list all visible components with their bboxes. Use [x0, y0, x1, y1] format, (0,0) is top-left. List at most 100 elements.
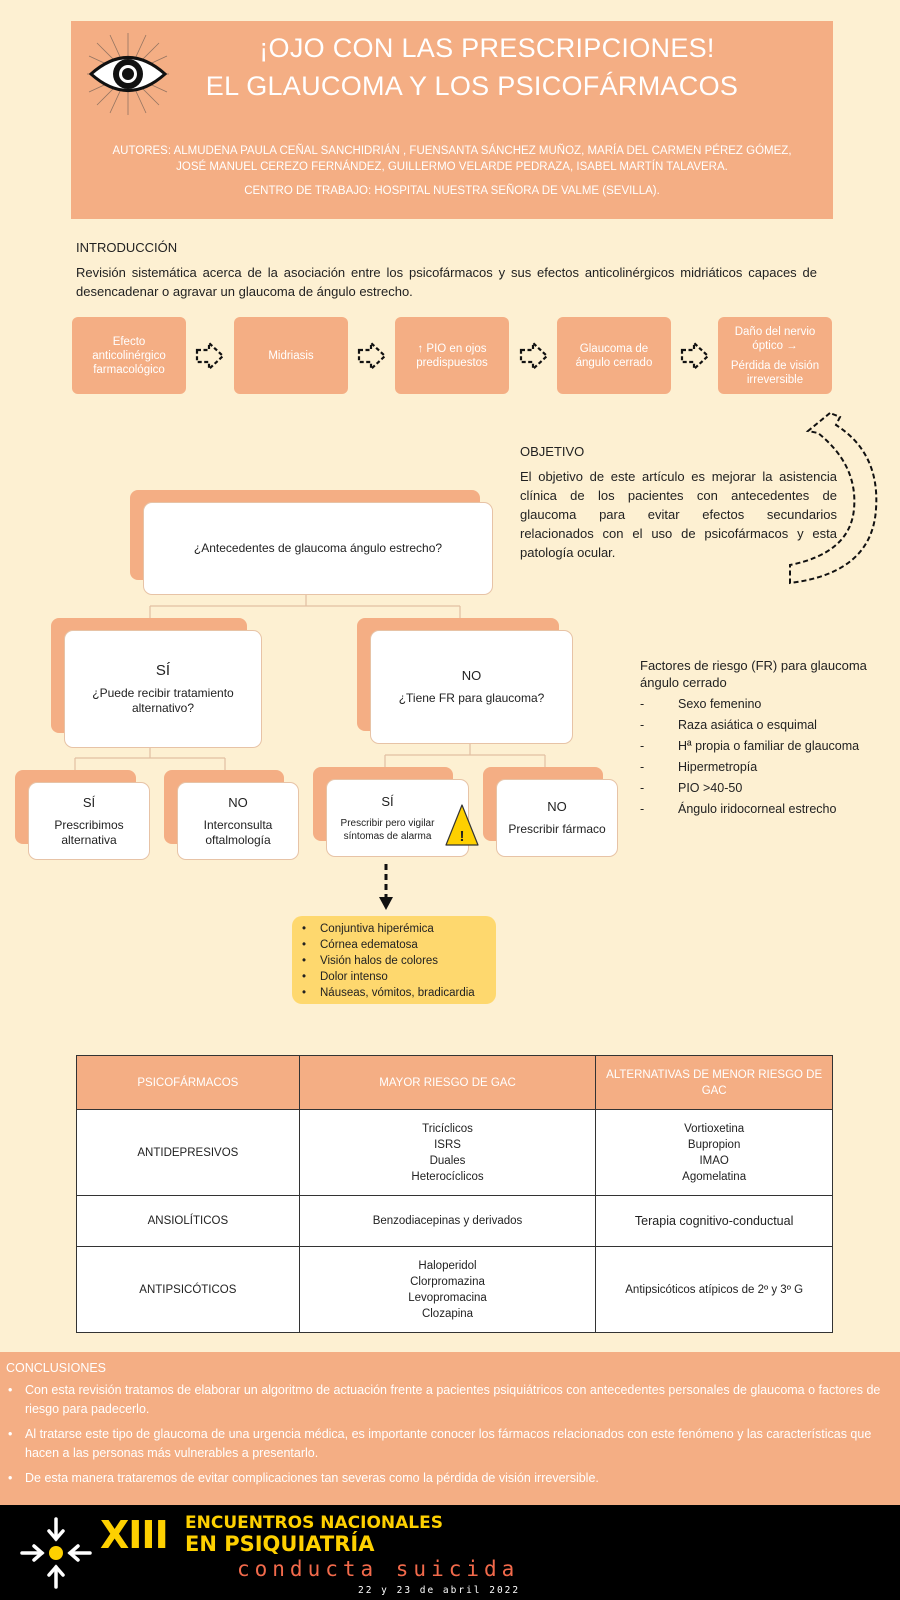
cell-line: Clorpromazina: [410, 1275, 485, 1288]
table-header-row: PSICOFÁRMACOS MAYOR RIESGO DE GAC ALTERN…: [76, 1055, 833, 1110]
alarm-symptoms-box: Conjuntiva hiperémica Córnea edematosa V…: [292, 916, 496, 1004]
flow-step-subtext: Pérdida de visión irreversible: [730, 359, 820, 386]
drug-risk-table: PSICOFÁRMACOS MAYOR RIESGO DE GAC ALTERN…: [76, 1055, 833, 1333]
table-row: ANTIPSICÓTICOS Haloperidol Clorpromazina…: [76, 1246, 833, 1333]
flow-step-text: Midriasis: [268, 349, 314, 362]
cell-line: ISRS: [434, 1138, 461, 1151]
cell-line: Antipsicóticos atípicos de 2º y 3º G: [625, 1283, 804, 1296]
risk-factor-text: PIO >40-50: [678, 781, 743, 795]
conclusions-list: • Con esta revisión tratamos de elaborar …: [6, 1381, 894, 1488]
list-item: •De esta manera trataremos de evitar com…: [6, 1469, 894, 1488]
authors-line2: JOSÉ MANUEL CEREZO FERNÁNDEZ, GUILLERMO …: [176, 161, 728, 173]
event-name-line1: ENCUENTROS NACIONALES: [185, 1513, 443, 1533]
risk-factor-text: Hª propia o familiar de glaucoma: [678, 739, 860, 753]
tree-yes-no-card: NO Interconsulta oftalmología: [177, 782, 299, 860]
cell-line: IMAO: [699, 1154, 729, 1167]
flow-step-1: Efecto anticolinérgico farmacológico: [72, 317, 186, 394]
list-item: - Ángulo iridocorneal estrecho: [640, 802, 880, 817]
conclusion-text: Con esta revisión tratamos de elaborar u…: [25, 1383, 881, 1416]
list-bullet: -: [640, 718, 645, 732]
list-item: • Con esta revisión tratamos de elaborar …: [6, 1381, 894, 1419]
list-bullet: •: [8, 1383, 13, 1397]
event-edition: XIII: [100, 1513, 169, 1557]
risk-factor-text: Hipermetropía: [678, 760, 758, 774]
risk-factor-text: Sexo femenino: [678, 697, 762, 711]
table-cell-group: ANSIOLÍTICOS: [76, 1195, 300, 1247]
eye-icon: [87, 33, 169, 115]
list-bullet: -: [640, 739, 645, 753]
conclusion-text: Al tratarse este tipo de glaucoma de una…: [25, 1427, 872, 1460]
tree-no-no-text: Prescribir fármaco: [508, 822, 606, 836]
risk-factor-text: Raza asiática o esquimal: [678, 718, 817, 732]
conclusions-section: CONCLUSIONES • Con esta revisión tratamos…: [0, 1352, 900, 1505]
cell-line: Heterocíclicos: [411, 1170, 484, 1183]
flow-arrow-icon: [195, 340, 225, 372]
table-header: ALTERNATIVAS DE MENOR RIESGO DE GAC: [595, 1055, 833, 1110]
list-bullet: •: [8, 1427, 13, 1441]
table-header: PSICOFÁRMACOS: [76, 1055, 300, 1110]
tree-yes-card: SÍ ¿Puede recibir tratamiento alternativ…: [64, 630, 262, 748]
tree-no-no-card: NO Prescribir fármaco: [496, 779, 618, 857]
tree-no-no-label: NO: [547, 799, 567, 814]
cell-line: Clozapina: [421, 1307, 474, 1320]
cell-line: Levopromacina: [408, 1291, 487, 1304]
table-cell-risk: Tricíclicos ISRS Duales Heterocíclicos: [298, 1109, 597, 1196]
table-cell-alt: Vortioxetina Bupropion IMAO Agomelatina: [595, 1109, 833, 1196]
compass-logo-icon: [20, 1517, 92, 1589]
table-cell-risk: Haloperidol Clorpromazina Levopromacina …: [298, 1246, 597, 1333]
list-bullet: -: [640, 697, 645, 711]
list-item: - Hipermetropía: [640, 760, 880, 775]
tree-no-question: ¿Tiene FR para glaucoma?: [398, 691, 545, 705]
list-item: - Hª propia o familiar de glaucoma: [640, 739, 880, 754]
flow-step-4: Glaucoma de ángulo cerrado: [557, 317, 671, 394]
event-date: 22 y 23 de abril 2022: [358, 1585, 521, 1596]
table-cell-alt: Antipsicóticos atípicos de 2º y 3º G: [595, 1246, 833, 1333]
list-item: - PIO >40-50: [640, 781, 880, 796]
risk-factor-text: Ángulo iridocorneal estrecho: [678, 802, 837, 816]
objective-title: OBJETIVO: [520, 444, 585, 459]
tree-root-card: ¿Antecedentes de glaucoma ángulo estrech…: [143, 502, 493, 595]
tree-no-label: NO: [461, 668, 482, 683]
conclusion-text: De esta manera trataremos de evitar comp…: [25, 1471, 599, 1485]
event-name-line2: EN PSIQUIATRÍA: [185, 1532, 375, 1556]
cell-line: Benzodiacepinas y derivados: [372, 1215, 523, 1227]
cell-line: Agomelatina: [682, 1170, 747, 1183]
tree-yes-label: SÍ: [155, 661, 171, 679]
list-item: Visión halos de colores: [302, 953, 486, 969]
tree-yes-yes-label: SÍ: [82, 794, 96, 810]
tree-connectors: [74, 595, 546, 770]
work-center: CENTRO DE TRABAJO: HOSPITAL NUESTRA SEÑO…: [244, 185, 660, 197]
warning-symbol: !: [460, 828, 465, 845]
intro-title: INTRODUCCIÓN: [76, 240, 178, 255]
flow-arrow-icon: [357, 340, 387, 372]
flow-step-5: Daño del nervio óptico → Pérdida de visi…: [718, 317, 832, 394]
down-arrow-icon: [379, 864, 393, 910]
tree-root-question: ¿Antecedentes de glaucoma ángulo estrech…: [193, 541, 443, 555]
flow-arrow-icon: [519, 340, 549, 372]
list-item: - Raza asiática o esquimal: [640, 718, 880, 733]
event-name: ENCUENTROS NACIONALES EN PSIQUIATRÍA: [185, 1513, 443, 1556]
tree-yes-no-label: NO: [228, 794, 248, 810]
poster-title-line2: EL GLAUCOMA Y LOS PSICOFÁRMACOS: [205, 71, 739, 101]
table-row: ANSIOLÍTICOS Benzodiacepinas y derivados…: [76, 1195, 833, 1247]
risk-factors-list: - Sexo femenino - Raza asiática o esquimal…: [640, 697, 880, 817]
table-row: ANTIDEPRESIVOS Tricíclicos ISRS Duales H…: [76, 1109, 833, 1196]
cell-line: Tricíclicos: [422, 1122, 473, 1135]
table-header: MAYOR RIESGO DE GAC: [298, 1055, 597, 1110]
poster-title-line1: ¡OJO CON LAS PRESCRIPCIONES!: [259, 33, 715, 63]
table-cell-risk: Benzodiacepinas y derivados: [298, 1195, 597, 1247]
list-bullet: -: [640, 781, 645, 795]
list-bullet: -: [640, 760, 645, 774]
flow-step-text: Efecto anticolinérgico farmacológico: [92, 335, 166, 376]
tree-yes-yes-text: Prescribimos alternativa: [54, 817, 124, 847]
flow-step-2: Midriasis: [234, 317, 348, 394]
conclusions-title: CONCLUSIONES: [6, 1361, 107, 1375]
risk-factors: Factores de riesgo (FR) para glaucoma án…: [640, 657, 880, 823]
tree-yes-no-text: Interconsulta oftalmología: [203, 817, 273, 847]
cell-line: Terapia cognitivo-conductual: [634, 1214, 794, 1228]
list-item: • Al tratarse este tipo de glaucoma de un…: [6, 1425, 894, 1463]
list-bullet: -: [640, 802, 645, 816]
table-cell-alt: Terapia cognitivo-conductual: [595, 1195, 833, 1247]
event-footer: XIII ENCUENTROS NACIONALES EN PSIQUIATRÍ…: [0, 1505, 900, 1600]
event-subtitle: conducta suicida: [237, 1557, 520, 1581]
